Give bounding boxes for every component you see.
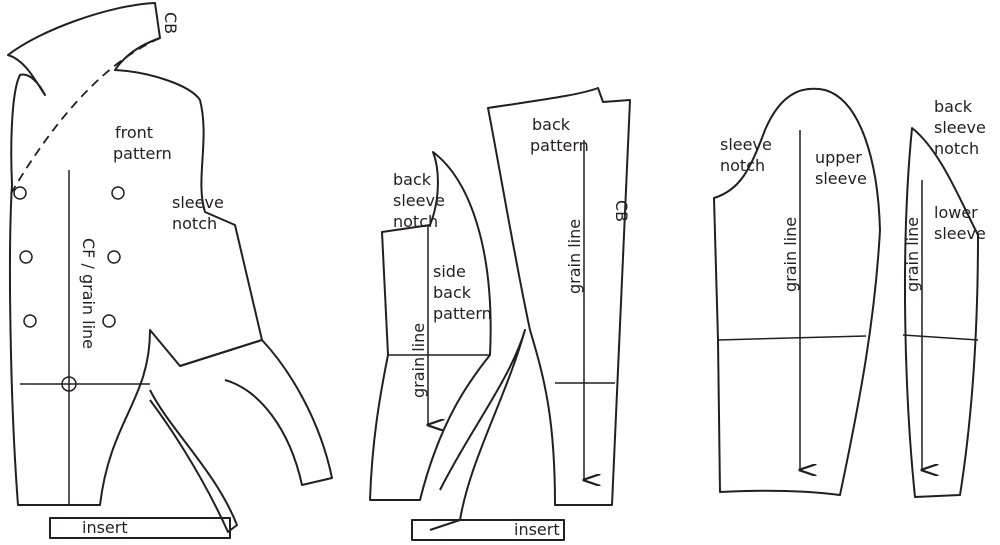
button-marker [13, 186, 27, 200]
button-marker [61, 376, 77, 392]
side-back-insert-label: insert [514, 520, 560, 539]
upper-sleeve-grain-label: grain line [781, 217, 800, 292]
button-marker [102, 314, 116, 328]
back-grain-label: grain line [565, 219, 584, 294]
button-marker [111, 186, 125, 200]
side-back-grain-label: grain line [409, 323, 428, 398]
side-back-insert-piece [411, 519, 565, 541]
back-cb-label: CB [612, 200, 631, 222]
front-insert-label: insert [82, 518, 128, 537]
button-marker [19, 250, 33, 264]
button-marker [23, 314, 37, 328]
front-cb-label: CB [161, 12, 180, 34]
front-grain-label: CF / grain line [79, 238, 98, 349]
front-insert-piece [49, 517, 231, 539]
lower-sleeve-grain-label: grain line [903, 217, 922, 292]
button-marker [107, 250, 121, 264]
